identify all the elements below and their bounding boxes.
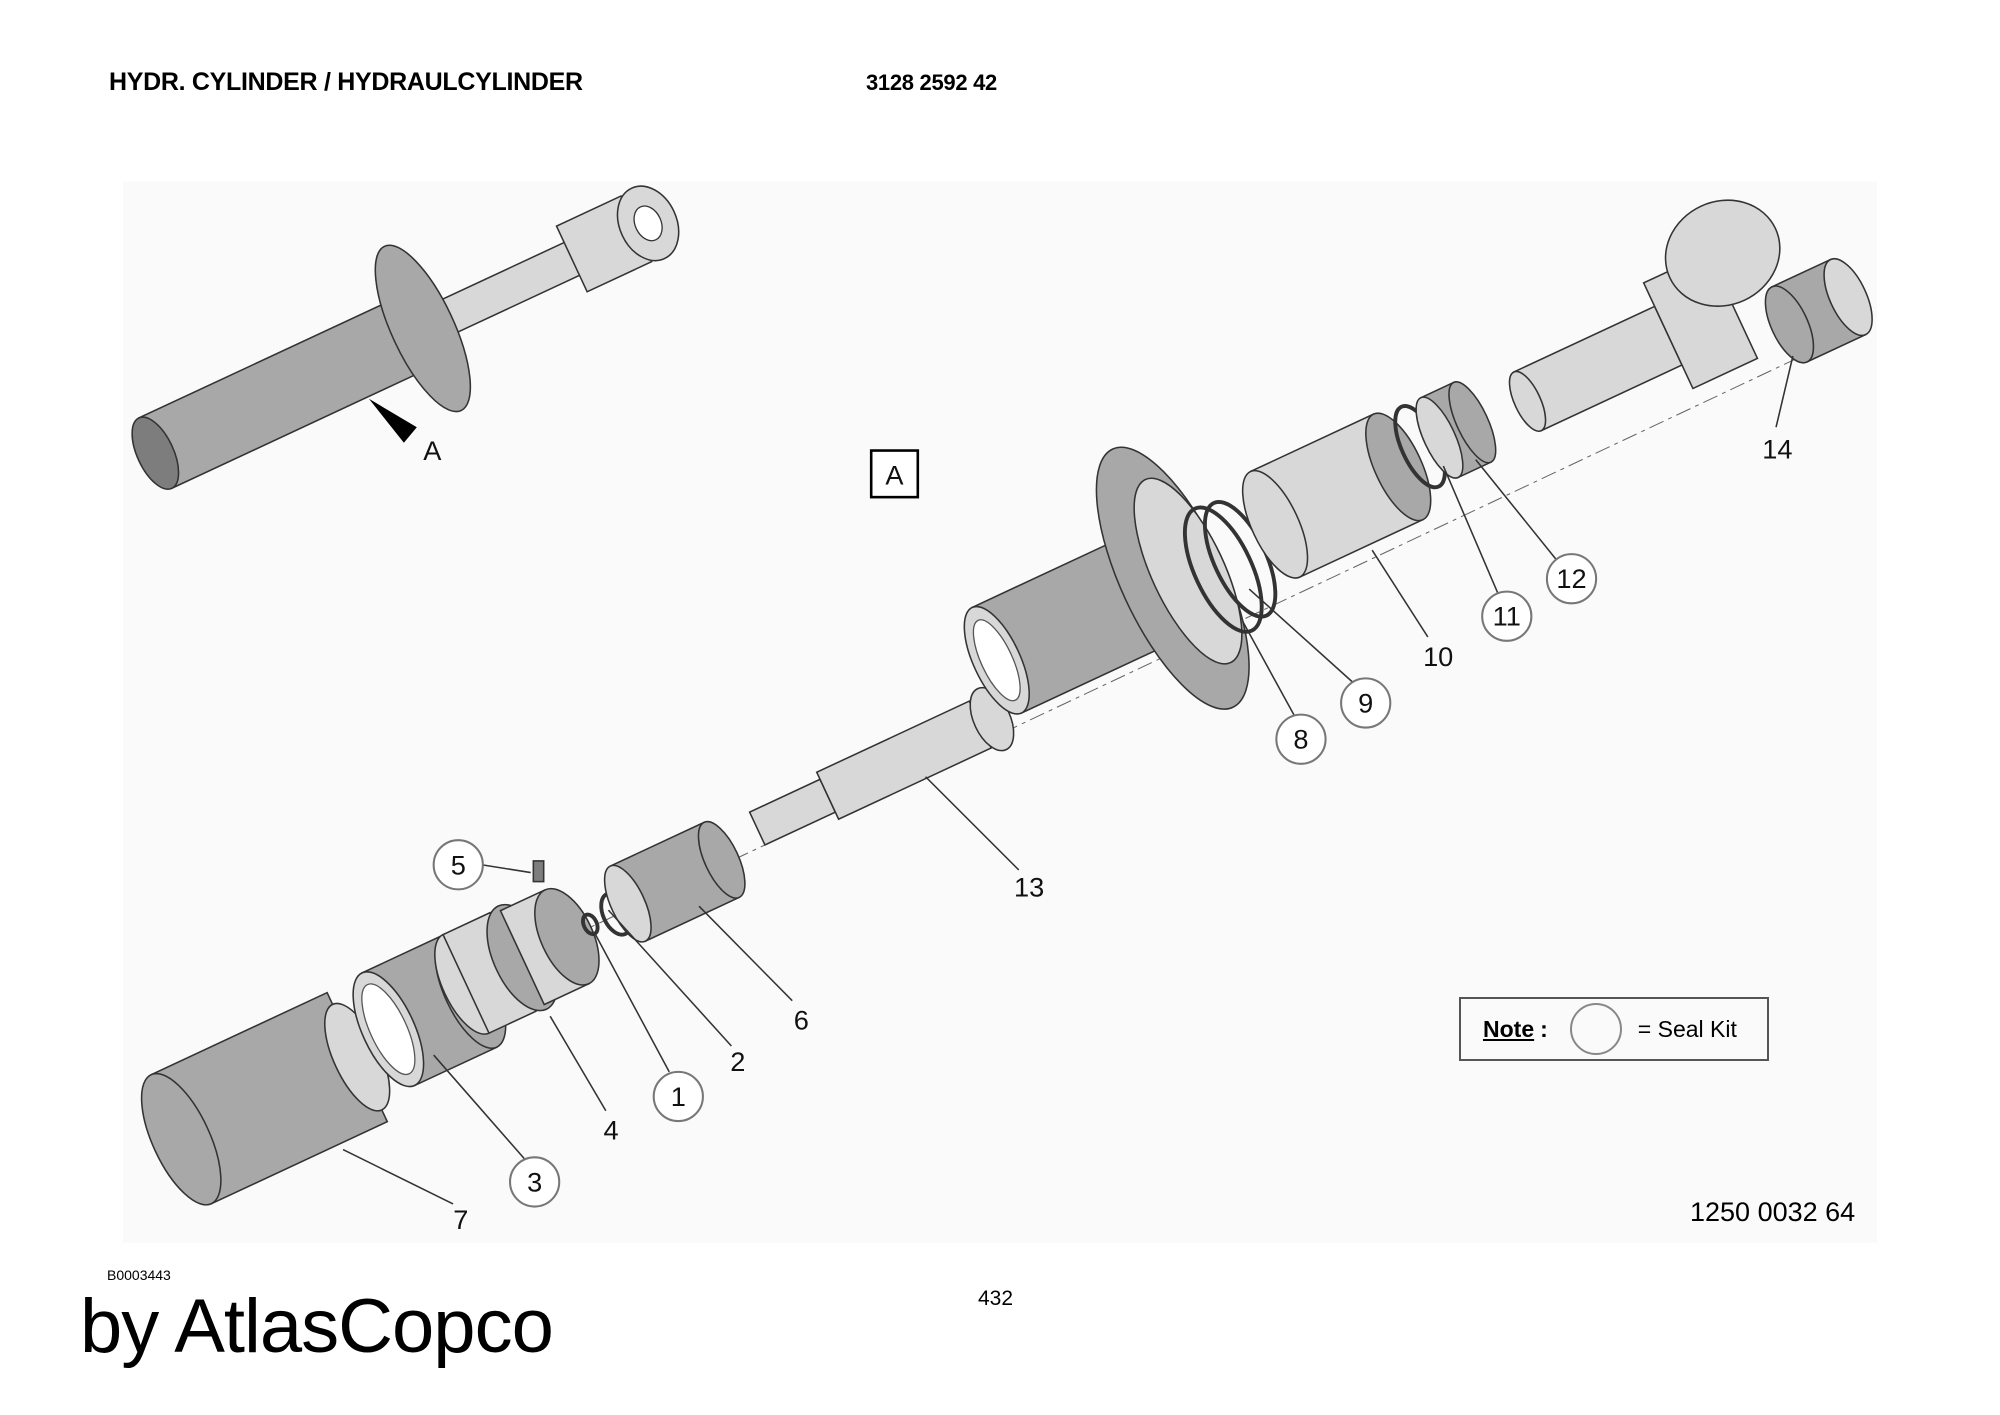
drawing-number: 1250 0032 64 bbox=[1690, 1197, 1856, 1227]
callout-12: 12 bbox=[1545, 553, 1598, 605]
svg-text:2: 2 bbox=[730, 1046, 745, 1077]
page-number: 432 bbox=[978, 1287, 1014, 1310]
callout-2: 2 bbox=[730, 1046, 745, 1077]
callout-11: 11 bbox=[1481, 590, 1533, 642]
part-8 bbox=[1182, 505, 1264, 634]
part-14 bbox=[1764, 257, 1873, 364]
svg-text:7: 7 bbox=[453, 1204, 468, 1235]
svg-text:6: 6 bbox=[794, 1005, 809, 1036]
callout-8: 8 bbox=[1275, 713, 1327, 765]
svg-text:5: 5 bbox=[451, 849, 466, 880]
detail-box bbox=[869, 449, 920, 499]
brand-watermark: by AtlasCopco bbox=[80, 1284, 554, 1369]
view-marker-label: A bbox=[423, 435, 442, 466]
rod-end bbox=[1508, 199, 1781, 432]
svg-text:11: 11 bbox=[1493, 601, 1521, 632]
exploded-parts bbox=[140, 199, 1873, 1206]
note-label: Note bbox=[1483, 1015, 1535, 1042]
view-arrow-icon bbox=[368, 398, 417, 443]
callout-10: 10 bbox=[1423, 641, 1453, 672]
svg-text:14: 14 bbox=[1762, 434, 1792, 465]
part-6 bbox=[603, 820, 746, 943]
callout-6: 6 bbox=[794, 1005, 809, 1036]
svg-text:1: 1 bbox=[671, 1081, 686, 1112]
overview-cylinder: A bbox=[131, 185, 680, 490]
detail-box-label: A bbox=[885, 460, 904, 491]
callout-3: 3 bbox=[508, 1156, 561, 1208]
part-number: 3128 2592 42 bbox=[866, 70, 997, 95]
part-7 bbox=[140, 991, 391, 1206]
svg-text:13: 13 bbox=[1014, 871, 1044, 902]
note-colon: : bbox=[1540, 1015, 1548, 1042]
part-12 bbox=[1415, 381, 1497, 479]
callout-7: 7 bbox=[453, 1204, 468, 1235]
callout-9: 9 bbox=[1340, 677, 1392, 729]
note-text: = Seal Kit bbox=[1637, 1015, 1737, 1042]
seal-kit-note: Note : = Seal Kit bbox=[1459, 997, 1769, 1061]
cylinder-housing bbox=[963, 446, 1250, 715]
callout-13: 13 bbox=[1014, 871, 1044, 902]
part-4 bbox=[434, 887, 600, 1035]
svg-text:3: 3 bbox=[527, 1166, 542, 1197]
seal-kit-circle-icon bbox=[1569, 1003, 1622, 1055]
svg-text:12: 12 bbox=[1556, 563, 1586, 594]
svg-text:9: 9 bbox=[1358, 687, 1373, 718]
callout-1: 1 bbox=[652, 1070, 704, 1123]
svg-text:4: 4 bbox=[603, 1115, 618, 1146]
image-code: B0003443 bbox=[107, 1267, 171, 1283]
part-10 bbox=[1241, 412, 1432, 579]
callout-14: 14 bbox=[1762, 434, 1792, 465]
callout-4: 4 bbox=[603, 1115, 618, 1146]
part-5 bbox=[532, 860, 545, 883]
svg-text:10: 10 bbox=[1423, 641, 1453, 672]
document-title: HYDR. CYLINDER / HYDRAULCYLINDER bbox=[109, 68, 583, 96]
leader-lines bbox=[342, 355, 1794, 1205]
callout-5: 5 bbox=[432, 839, 484, 891]
svg-text:8: 8 bbox=[1293, 724, 1308, 755]
